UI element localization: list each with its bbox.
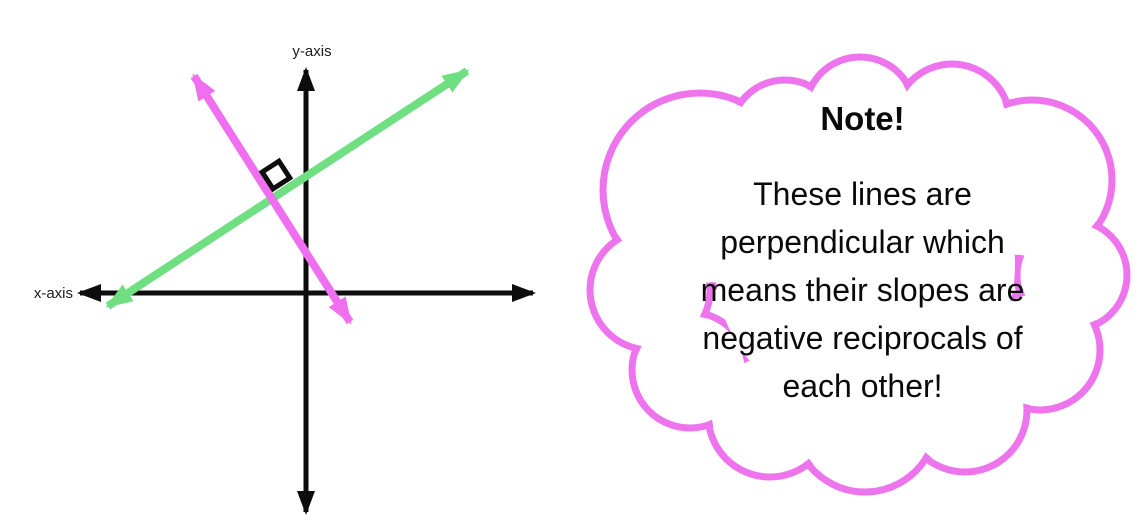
note-cloud-interior	[594, 61, 1123, 488]
note-body-line: These lines are	[753, 176, 972, 212]
axes	[77, 67, 536, 515]
negative-slope-line	[190, 73, 354, 325]
note-title: Note!	[820, 100, 905, 137]
y-axis-label: y-axis	[292, 43, 331, 60]
note-body-line: means their slopes are	[700, 272, 1025, 308]
x-axis-label: x-axis	[34, 285, 73, 302]
note-body-line: each other!	[782, 368, 943, 404]
note-body: These lines are perpendicular which mean…	[690, 170, 1035, 410]
right-angle-marker	[258, 157, 294, 193]
note-body-line: negative reciprocals of	[702, 320, 1023, 356]
positive-slope-line	[105, 67, 470, 310]
note-body-line: perpendicular which	[720, 224, 1005, 260]
